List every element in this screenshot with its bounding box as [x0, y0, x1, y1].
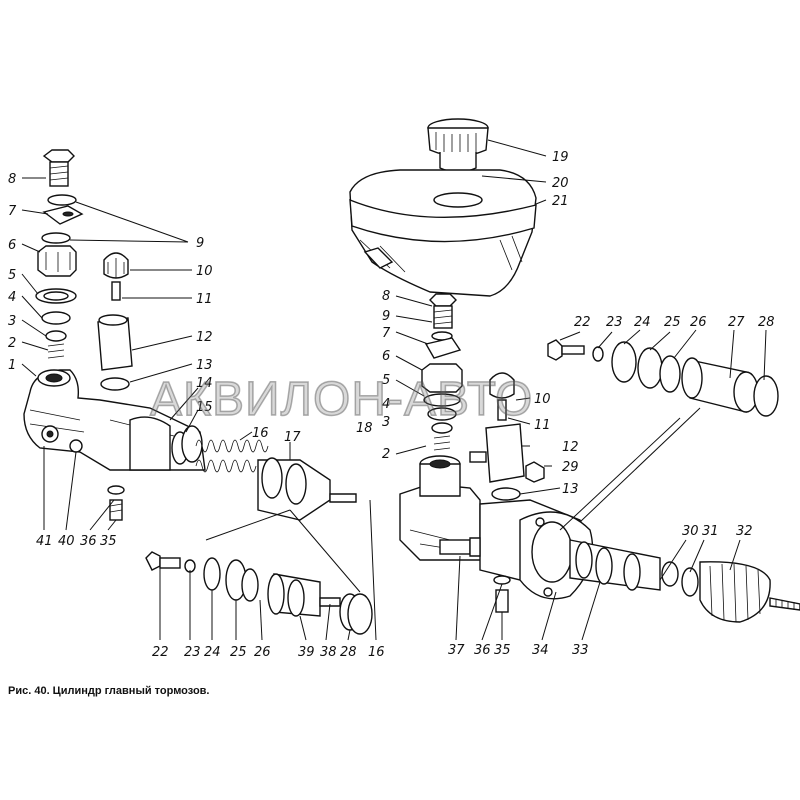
callout-7: 7	[382, 326, 391, 341]
center-valve-stack	[421, 293, 545, 501]
callout-24: 24	[204, 645, 221, 660]
callout-28: 28	[340, 645, 357, 660]
callout-22: 22	[152, 645, 169, 660]
callout-12: 12	[196, 330, 213, 345]
callout-13: 13	[196, 358, 213, 373]
callout-34: 34	[532, 643, 549, 658]
callout-16: 16	[368, 645, 385, 660]
callout-8: 8	[8, 172, 16, 187]
callout-15: 15	[196, 400, 213, 415]
callout-25: 25	[664, 315, 681, 330]
callout-23: 23	[184, 645, 201, 660]
callout-9: 9	[382, 309, 390, 324]
callout-6: 6	[8, 238, 16, 253]
reservoir-assembly	[349, 118, 537, 297]
callout-26: 26	[254, 645, 271, 660]
callout-4: 4	[382, 397, 390, 412]
callout-19: 19	[552, 150, 569, 165]
callout-3: 3	[8, 314, 16, 329]
callout-36: 36	[80, 534, 97, 549]
callout-5: 5	[8, 268, 16, 283]
callout-1: 1	[8, 358, 16, 373]
callout-18: 18	[356, 421, 373, 436]
lower-piston-assembly	[145, 551, 373, 635]
callout-4: 4	[8, 290, 16, 305]
callout-23: 23	[606, 315, 623, 330]
callout-2: 2	[382, 447, 390, 462]
callout-31: 31	[702, 524, 719, 539]
callout-8: 8	[382, 289, 390, 304]
callout-22: 22	[574, 315, 591, 330]
callout-7: 7	[8, 204, 17, 219]
leader-lines	[21, 139, 767, 641]
callout-25: 25	[230, 645, 247, 660]
callout-27: 27	[728, 315, 745, 330]
upper-right-piston-assembly	[547, 339, 779, 417]
callout-10: 10	[196, 264, 213, 279]
callout-17: 17	[284, 430, 301, 445]
callout-32: 32	[736, 524, 753, 539]
callout-40: 40	[58, 534, 75, 549]
figure-caption: Рис. 40. Цилиндр главный тормозов.	[8, 685, 210, 697]
callout-11: 11	[534, 418, 551, 433]
callout-labels: 8 7 6 5 4 3 2 1 9 10 11 12 13 14 15 16 1…	[8, 150, 775, 660]
callout-11: 11	[196, 292, 213, 307]
callout-14: 14	[196, 376, 213, 391]
callout-26: 26	[690, 315, 707, 330]
callout-37: 37	[448, 643, 465, 658]
callout-30: 30	[682, 524, 699, 539]
callout-33: 33	[572, 643, 589, 658]
callout-10: 10	[534, 392, 551, 407]
callout-9: 9	[196, 236, 204, 251]
callout-24: 24	[634, 315, 651, 330]
callout-13: 13	[562, 482, 579, 497]
callout-35: 35	[100, 534, 117, 549]
callout-38: 38	[320, 645, 337, 660]
callout-3: 3	[382, 415, 390, 430]
left-cylinder-assembly	[23, 149, 357, 521]
callout-41: 41	[36, 534, 53, 549]
callout-35: 35	[494, 643, 511, 658]
callout-16: 16	[252, 426, 269, 441]
callout-6: 6	[382, 349, 390, 364]
callout-39: 39	[298, 645, 315, 660]
callout-21: 21	[552, 194, 569, 209]
callout-5: 5	[382, 373, 390, 388]
watermark: АКВИЛОН-АВТО	[149, 372, 534, 427]
callout-12: 12	[562, 440, 579, 455]
callout-2: 2	[8, 336, 16, 351]
callout-28: 28	[758, 315, 775, 330]
callout-29: 29	[562, 460, 579, 475]
callout-36: 36	[474, 643, 491, 658]
callout-20: 20	[552, 176, 569, 191]
right-cylinder-assembly	[399, 455, 800, 623]
